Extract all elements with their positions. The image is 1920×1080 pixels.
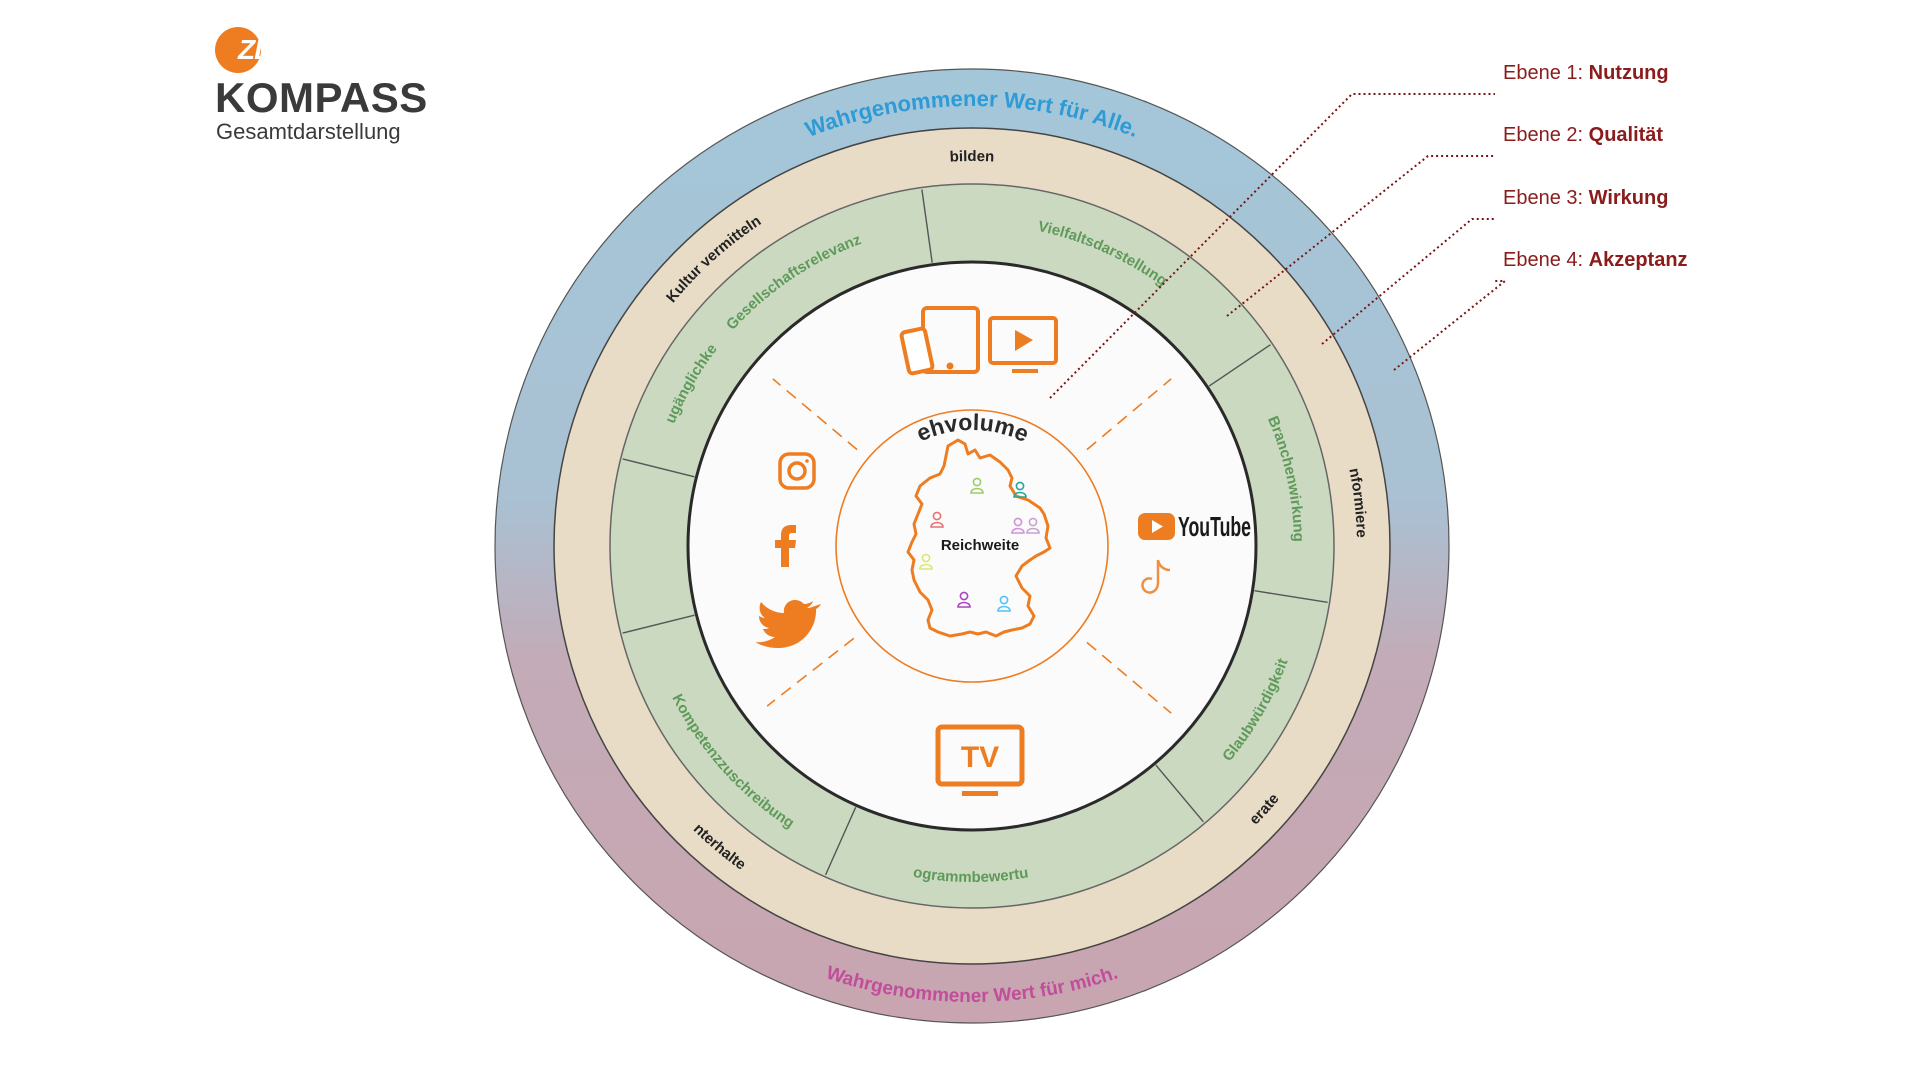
zdf-logo-mark <box>215 27 261 73</box>
legend-name: Nutzung <box>1588 62 1669 84</box>
youtube-icon: YouTube <box>1138 511 1251 542</box>
legend-item: Ebene 2: Qualität <box>1503 124 1663 147</box>
reach-circle <box>835 409 1109 683</box>
legend-name: Wirkung <box>1588 187 1669 209</box>
person-icon <box>1011 517 1025 534</box>
legend-leader-line <box>1321 218 1495 345</box>
person-icon <box>1026 517 1040 534</box>
legend-item: Ebene 1: Nutzung <box>1503 62 1669 85</box>
youtube-label: YouTube <box>1178 511 1251 542</box>
legend-name: Qualität <box>1588 124 1664 146</box>
legend-prefix: Ebene 2: <box>1503 124 1584 146</box>
acceptance-label: bilden <box>949 148 994 166</box>
sector-separator <box>1086 378 1172 451</box>
sector-separator <box>1086 641 1172 714</box>
legend-prefix: Ebene 1: <box>1503 62 1584 84</box>
ring-divider <box>622 614 695 634</box>
ring-divider <box>921 189 933 263</box>
tiktok-icon <box>1141 559 1171 594</box>
legend-prefix: Ebene 4: <box>1503 249 1584 271</box>
ring-divider <box>1254 590 1328 604</box>
legend-prefix: Ebene 3: <box>1503 187 1584 209</box>
sector-separator <box>772 378 858 451</box>
legend-name: Akzeptanz <box>1588 249 1688 271</box>
tv-label: TV <box>961 741 999 774</box>
logo-brand: ZDF <box>238 34 290 65</box>
instagram-icon <box>778 452 816 490</box>
usage-core <box>686 260 1258 832</box>
legend-item: Ebene 4: Akzeptanz <box>1503 249 1688 272</box>
person-icon <box>1013 481 1027 498</box>
person-icon <box>930 511 944 528</box>
legend-leader-line <box>1393 280 1508 371</box>
logo-title: KOMPASS <box>215 74 428 121</box>
legend-leader-line <box>1226 155 1495 317</box>
person-icon <box>919 553 933 570</box>
person-icon <box>997 595 1011 612</box>
ring-divider <box>1155 764 1204 823</box>
monitor-play-icon <box>988 316 1058 373</box>
ring-divider <box>622 458 695 478</box>
logo-subtitle: Gesamtdarstellung <box>216 119 401 144</box>
reach-label: Reichweite <box>941 537 1019 554</box>
person-icon <box>957 591 971 608</box>
germany-map-icon <box>906 438 1052 638</box>
sector-separator <box>766 637 855 707</box>
ring-divider <box>1208 344 1271 387</box>
tv-icon: TV <box>935 724 1025 796</box>
tablet-smartphone-icon <box>899 306 980 376</box>
facebook-icon <box>775 525 796 567</box>
person-icon <box>970 477 984 494</box>
legend-item: Ebene 3: Wirkung <box>1503 187 1668 210</box>
twitter-icon <box>755 600 821 648</box>
ring-divider <box>824 806 857 876</box>
